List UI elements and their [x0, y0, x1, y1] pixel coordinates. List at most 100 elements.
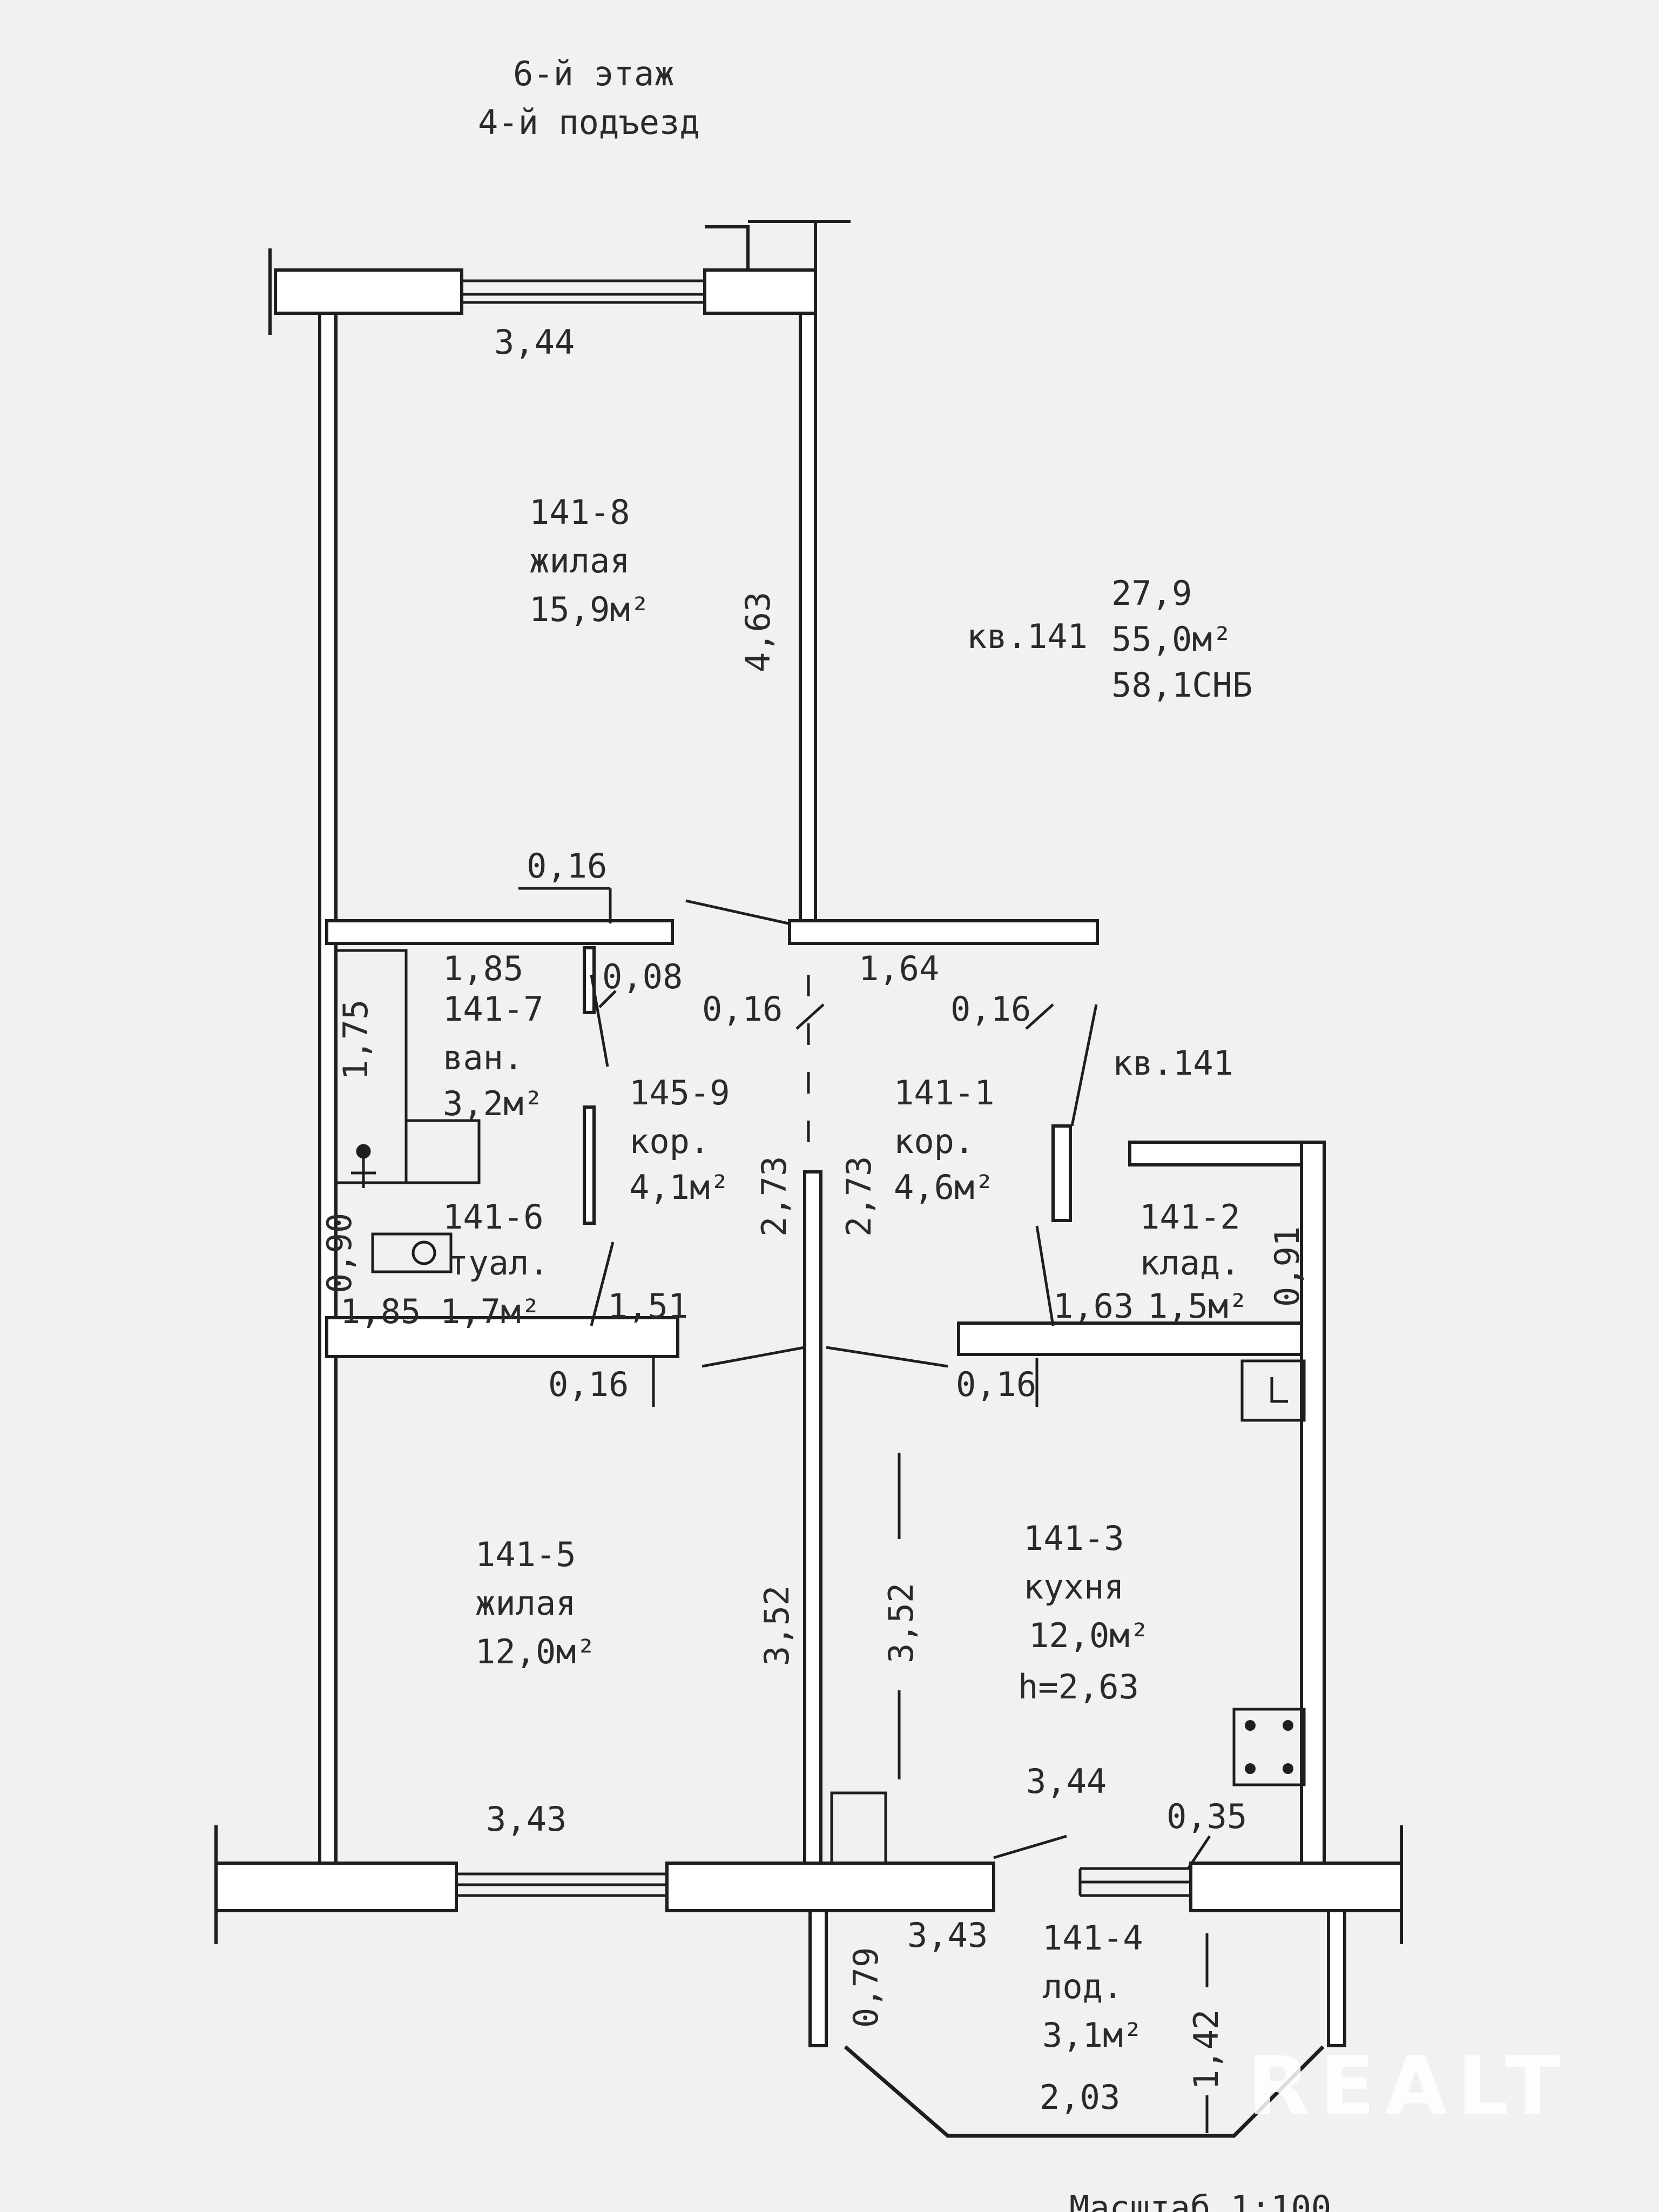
room1-area: 4,6м²: [894, 1168, 995, 1207]
dim-bath-height: 1,75: [336, 1000, 375, 1080]
room6-area: 1,7м²: [440, 1292, 541, 1331]
door-line-5: [702, 1346, 805, 1368]
dim-corridor-width: 1,64: [859, 949, 939, 988]
wc-partition: [583, 1105, 596, 1225]
left-outer-wall: [318, 312, 338, 1870]
wall-notch: [268, 220, 851, 335]
corridor-middle-wall: [803, 1170, 822, 1870]
door-line-8: [993, 1835, 1067, 1859]
apartment-total-area: 55,0м²: [1111, 619, 1232, 659]
top-wall-left: [274, 268, 463, 315]
bath-partition: [583, 946, 596, 1014]
room2-id: 141-2: [1139, 1197, 1240, 1237]
toilet-tank: [371, 1232, 453, 1273]
door-line-1: [685, 899, 789, 925]
walls: [214, 268, 1403, 2047]
burner-icon: [1245, 1720, 1256, 1731]
dim-corr1-height: 2,73: [839, 1156, 879, 1237]
bottom-extensions: [214, 1825, 1403, 1944]
stove-burners: [1245, 1720, 1293, 1774]
room8-type: жилая: [529, 541, 630, 581]
top-wall-right: [703, 268, 817, 315]
loggia-outline: [844, 2045, 1325, 2138]
dim-loggia-depth-left: 0,79: [846, 1947, 886, 2028]
room4-id: 141-4: [1042, 1918, 1143, 1958]
window-room5: [456, 1872, 667, 1897]
bathtub: [334, 949, 408, 1184]
watermark-logo: REALT: [1247, 2040, 1570, 2134]
room4-area: 3,1м²: [1042, 2015, 1143, 2055]
fixtures: [334, 949, 1306, 1865]
dim-016-d: 0,16: [548, 1365, 629, 1404]
loggia-left-wall: [808, 1909, 828, 2047]
dim-room8-height: 4,63: [738, 592, 778, 672]
toilet-bowl: [412, 1240, 436, 1265]
entrance-label: 4-й подъезд: [478, 103, 700, 142]
door-line-6: [826, 1346, 948, 1368]
storage-wall-top: [1128, 1141, 1304, 1166]
door-line-4: [590, 1242, 615, 1326]
door-lines: [518, 887, 1211, 2133]
room2-area: 1,5м²: [1148, 1286, 1249, 1326]
dim-kitchen-width: 3,44: [1026, 1762, 1107, 1801]
room1-id: 141-1: [894, 1073, 995, 1112]
windows: [456, 279, 1191, 1897]
room3-height: h=2,63: [1018, 1667, 1139, 1707]
dim-016-e: 0,16: [956, 1365, 1036, 1404]
apartment-area-snb: 58,1СНБ: [1111, 665, 1252, 705]
dim-top-width: 3,44: [494, 322, 575, 362]
dim-storage-depth: 0,91: [1267, 1226, 1307, 1307]
dim-room5-width: 3,43: [486, 1799, 567, 1839]
door-line-2: [590, 974, 609, 1067]
room7-id: 141-7: [443, 989, 544, 1029]
apartment-living-area: 27,9: [1111, 574, 1192, 613]
room1-type: кор.: [894, 1122, 974, 1161]
leader-035: [1186, 1835, 1211, 1870]
room6-type: туал.: [448, 1243, 549, 1283]
dim-room5-height: 3,52: [757, 1586, 797, 1666]
burner-icon: [1245, 1763, 1256, 1774]
room5-type: жилая: [475, 1583, 576, 1623]
dim-wc-height: 0,90: [320, 1213, 359, 1293]
room9-id: 145-9: [629, 1073, 730, 1112]
dim-bath-width: 1,85: [443, 949, 523, 988]
storage-wall-left: [1051, 1124, 1072, 1222]
floor-label: 6-й этаж: [513, 54, 675, 93]
room8-area: 15,9м²: [529, 590, 650, 629]
room8-right-wall: [799, 312, 817, 925]
leader-016-b: [795, 1003, 825, 1030]
stove: [1232, 1708, 1306, 1786]
room3-id: 141-3: [1023, 1519, 1124, 1558]
bottom-wall-left: [214, 1862, 458, 1912]
room5-area: 12,0м²: [475, 1632, 596, 1671]
wall-under-room8-right: [788, 919, 1099, 945]
leader-016-c: [1025, 1003, 1054, 1030]
scale-label: Масштаб 1:100: [1069, 2188, 1331, 2212]
loggia-right-wall: [1327, 1909, 1346, 2047]
dim-016-c: 0,16: [950, 989, 1031, 1029]
wall-under-room8-left: [325, 919, 674, 945]
dim-wc-width: 1,85: [340, 1292, 421, 1331]
window-room8: [462, 279, 705, 304]
dim-loggia-depth-right: 1,42: [1186, 2009, 1226, 2090]
ventilation-duct: [1240, 1359, 1306, 1422]
duct-mark: [1270, 1377, 1288, 1403]
room5-id: 141-5: [475, 1535, 576, 1574]
washbasin: [404, 1119, 481, 1184]
dim-loggia-width: 3,43: [907, 1916, 988, 1955]
dim-016-b: 0,16: [702, 989, 783, 1029]
corner-column: [830, 1791, 887, 1865]
dim-door-width: 1,51: [608, 1286, 688, 1326]
room7-area: 3,2м²: [443, 1084, 544, 1123]
room2-type: клад.: [1139, 1243, 1240, 1283]
door-line-7: [1035, 1225, 1055, 1326]
storage-wall-bottom: [957, 1321, 1306, 1356]
bottom-wall-middle: [665, 1862, 995, 1912]
room3-area: 12,0м²: [1029, 1616, 1150, 1655]
leader-008: [598, 990, 617, 1008]
dim-kitchen-height: 3,52: [881, 1583, 921, 1663]
room8-id: 141-8: [529, 493, 630, 532]
room3-type: кухня: [1023, 1567, 1124, 1607]
